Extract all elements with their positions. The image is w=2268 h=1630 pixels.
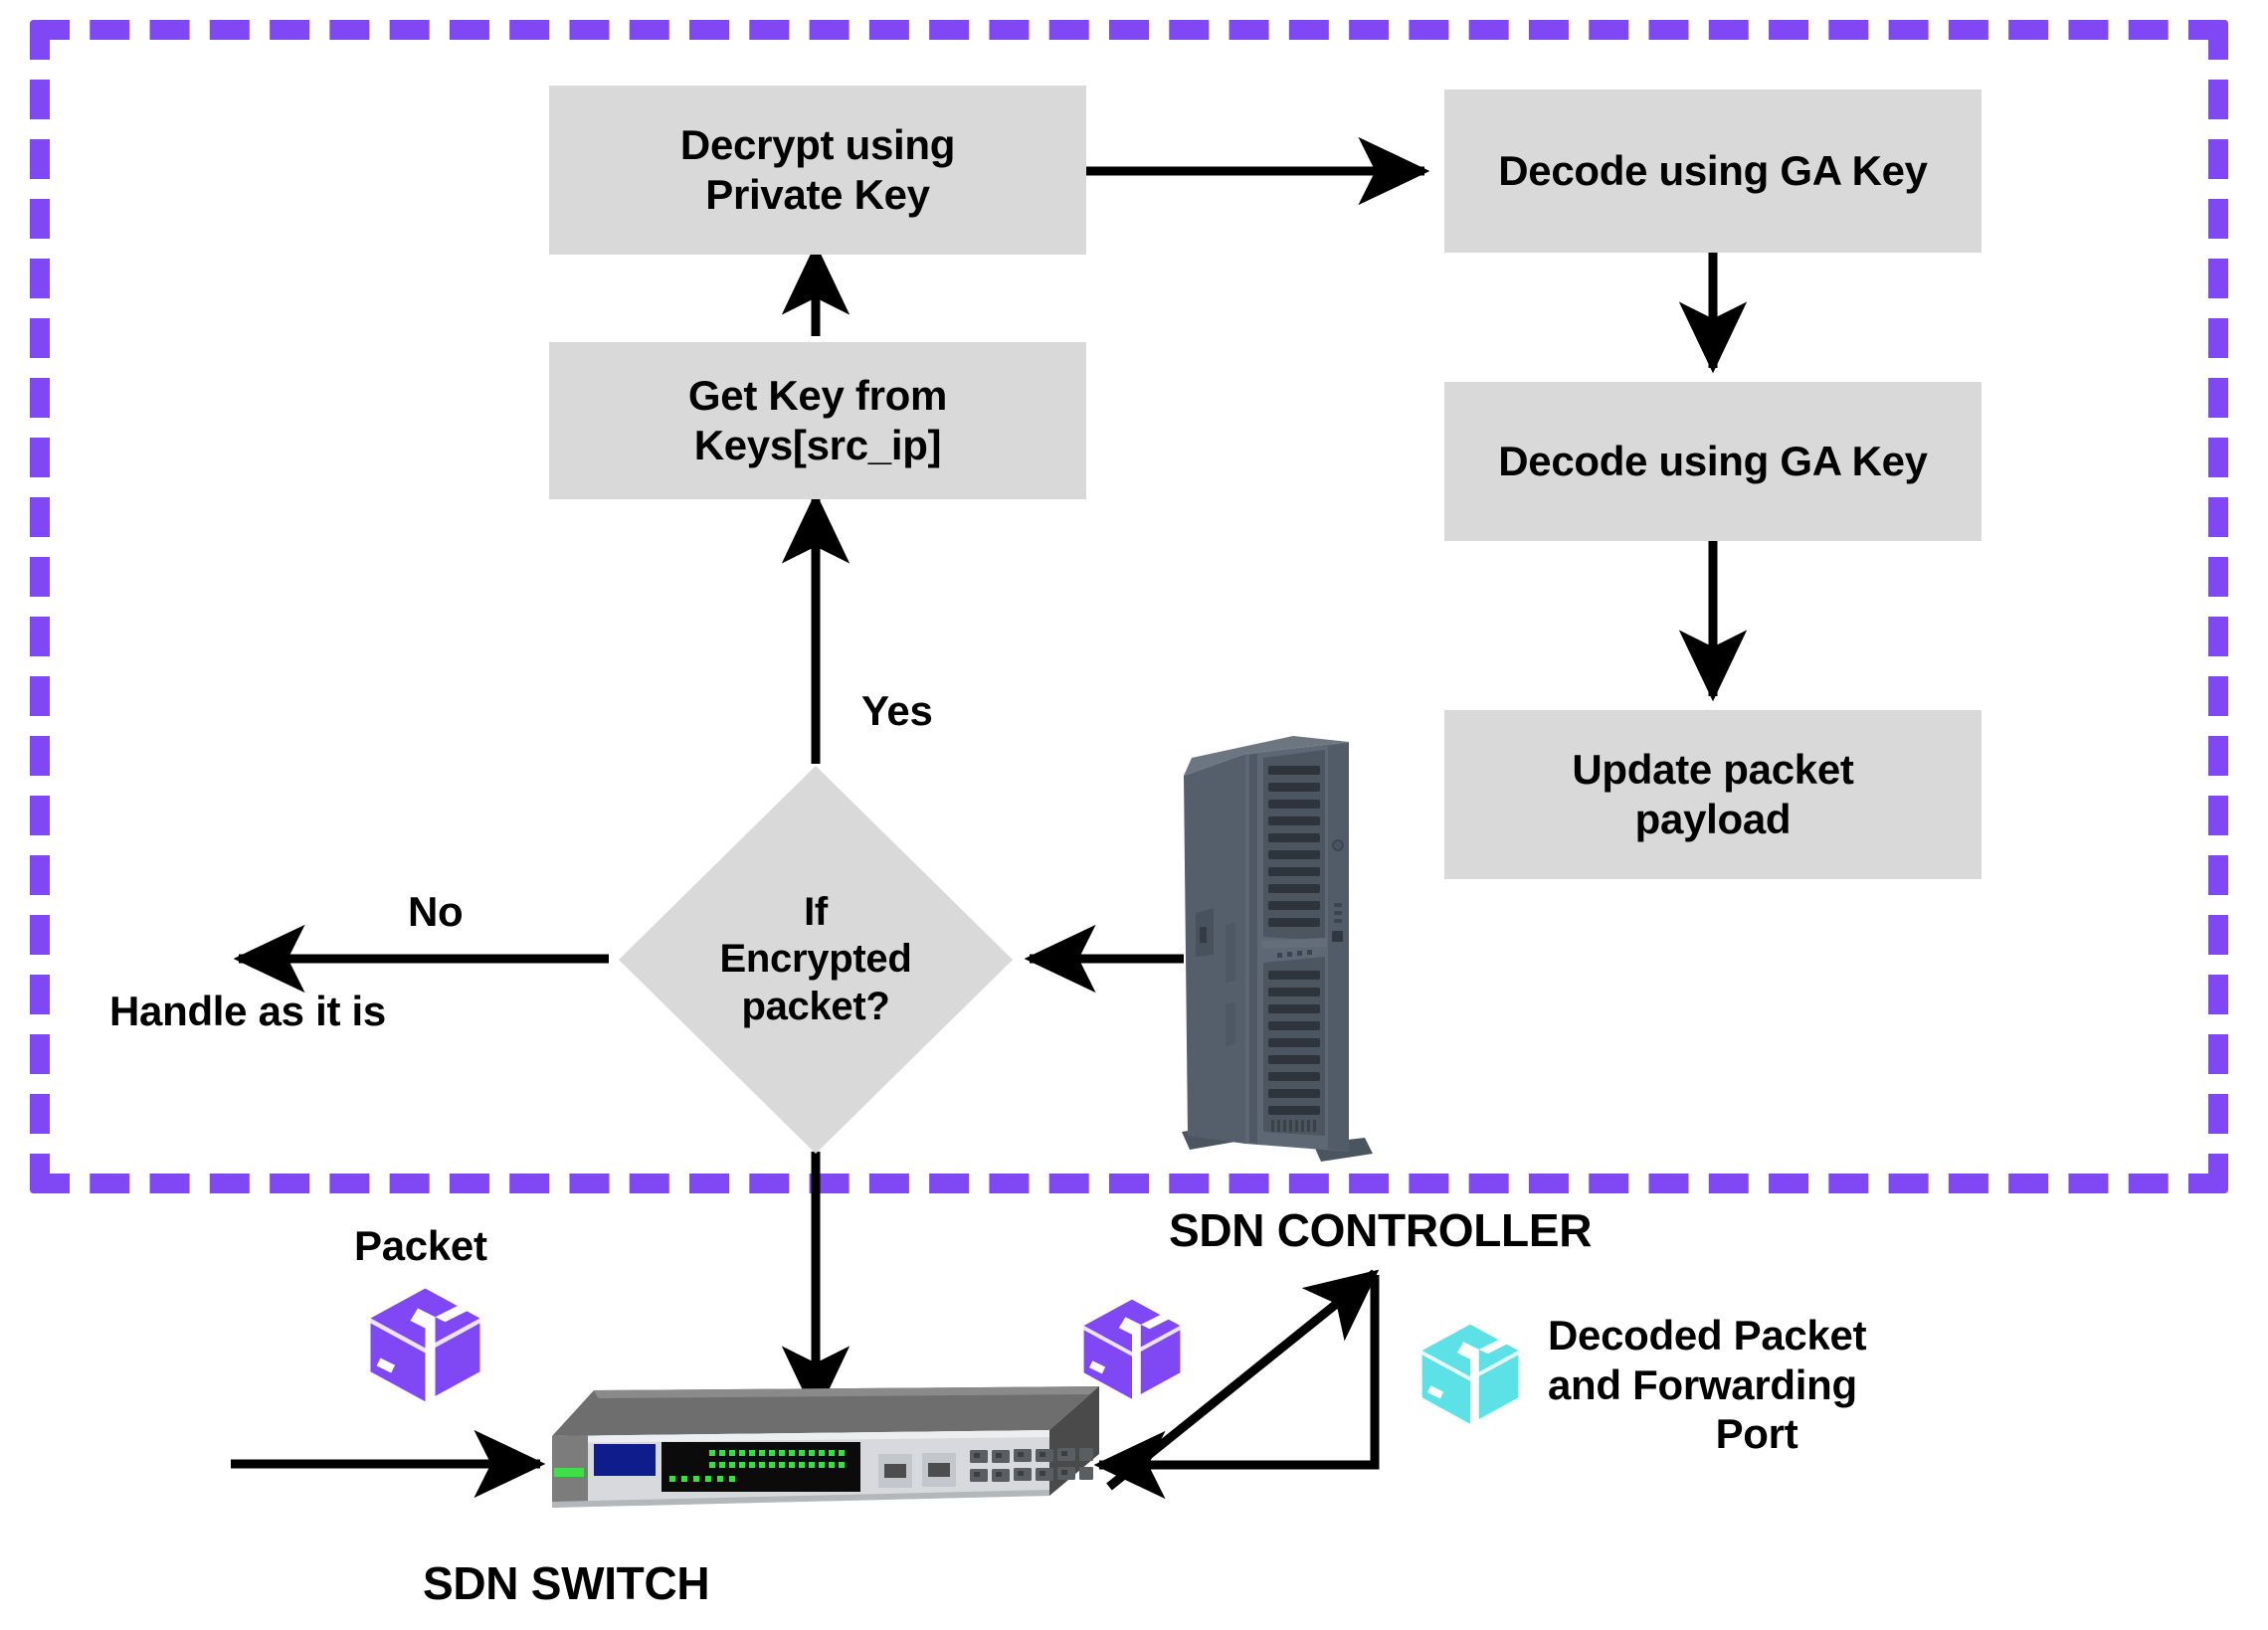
- label-decoded-packet-forwarding-port: Decoded Packet and Forwarding Port: [1548, 1311, 1966, 1459]
- process-box-get-key-from-keys[interactable]: Get Key from Keys[src_ip]: [549, 342, 1086, 499]
- box-line-1: Update packet: [1572, 746, 1854, 794]
- decoded-line-3: Port: [1715, 1410, 1798, 1458]
- server-tower-icon[interactable]: [1174, 736, 1388, 1183]
- network-switch-icon[interactable]: [542, 1384, 1099, 1543]
- diamond-line-1: If: [804, 890, 828, 935]
- package-cube-icon-middle: [1083, 1299, 1181, 1399]
- process-box-decode-ga-key-1[interactable]: Decode using GA Key: [1444, 90, 1982, 253]
- process-box-decode-ga-key-2[interactable]: Decode using GA Key: [1444, 382, 1982, 541]
- decoded-line-1: Decoded Packet: [1548, 1312, 1867, 1358]
- diamond-line-3: packet?: [741, 984, 890, 1028]
- edge-label-no: No: [408, 888, 464, 935]
- process-box-update-packet-payload[interactable]: Update packet payload: [1444, 710, 1982, 879]
- box-line-2: Keys[src_ip]: [693, 422, 942, 468]
- label-sdn-switch: SDN SWITCH: [423, 1557, 710, 1609]
- diamond-label: If Encrypted packet?: [619, 766, 1013, 1154]
- package-cube-icon-decoded: [1421, 1324, 1519, 1424]
- decoded-line-2: and Forwarding: [1548, 1360, 1857, 1408]
- process-box-decrypt-private-key-fill[interactable]: Decrypt using Private Key: [549, 86, 1086, 255]
- box-line-1-dup: Decrypt using: [679, 121, 956, 169]
- box-label: Decode using GA Key: [1498, 147, 1928, 195]
- box-line-2-dup: Private Key: [705, 171, 930, 218]
- diamond-line-2: Encrypted: [719, 937, 912, 982]
- box-line-1: Get Key from: [687, 372, 948, 420]
- decision-if-encrypted-packet[interactable]: If Encrypted packet?: [619, 766, 1013, 1154]
- box-line-2: payload: [1634, 796, 1792, 842]
- edge-label-yes: Yes: [861, 687, 933, 734]
- box-label: Decode using GA Key: [1498, 438, 1928, 485]
- label-handle-as-it-is: Handle as it is: [109, 988, 386, 1034]
- package-cube-icon-incoming: [370, 1288, 480, 1402]
- label-sdn-controller: SDN CONTROLLER: [1169, 1204, 1593, 1256]
- label-packet: Packet: [354, 1222, 487, 1269]
